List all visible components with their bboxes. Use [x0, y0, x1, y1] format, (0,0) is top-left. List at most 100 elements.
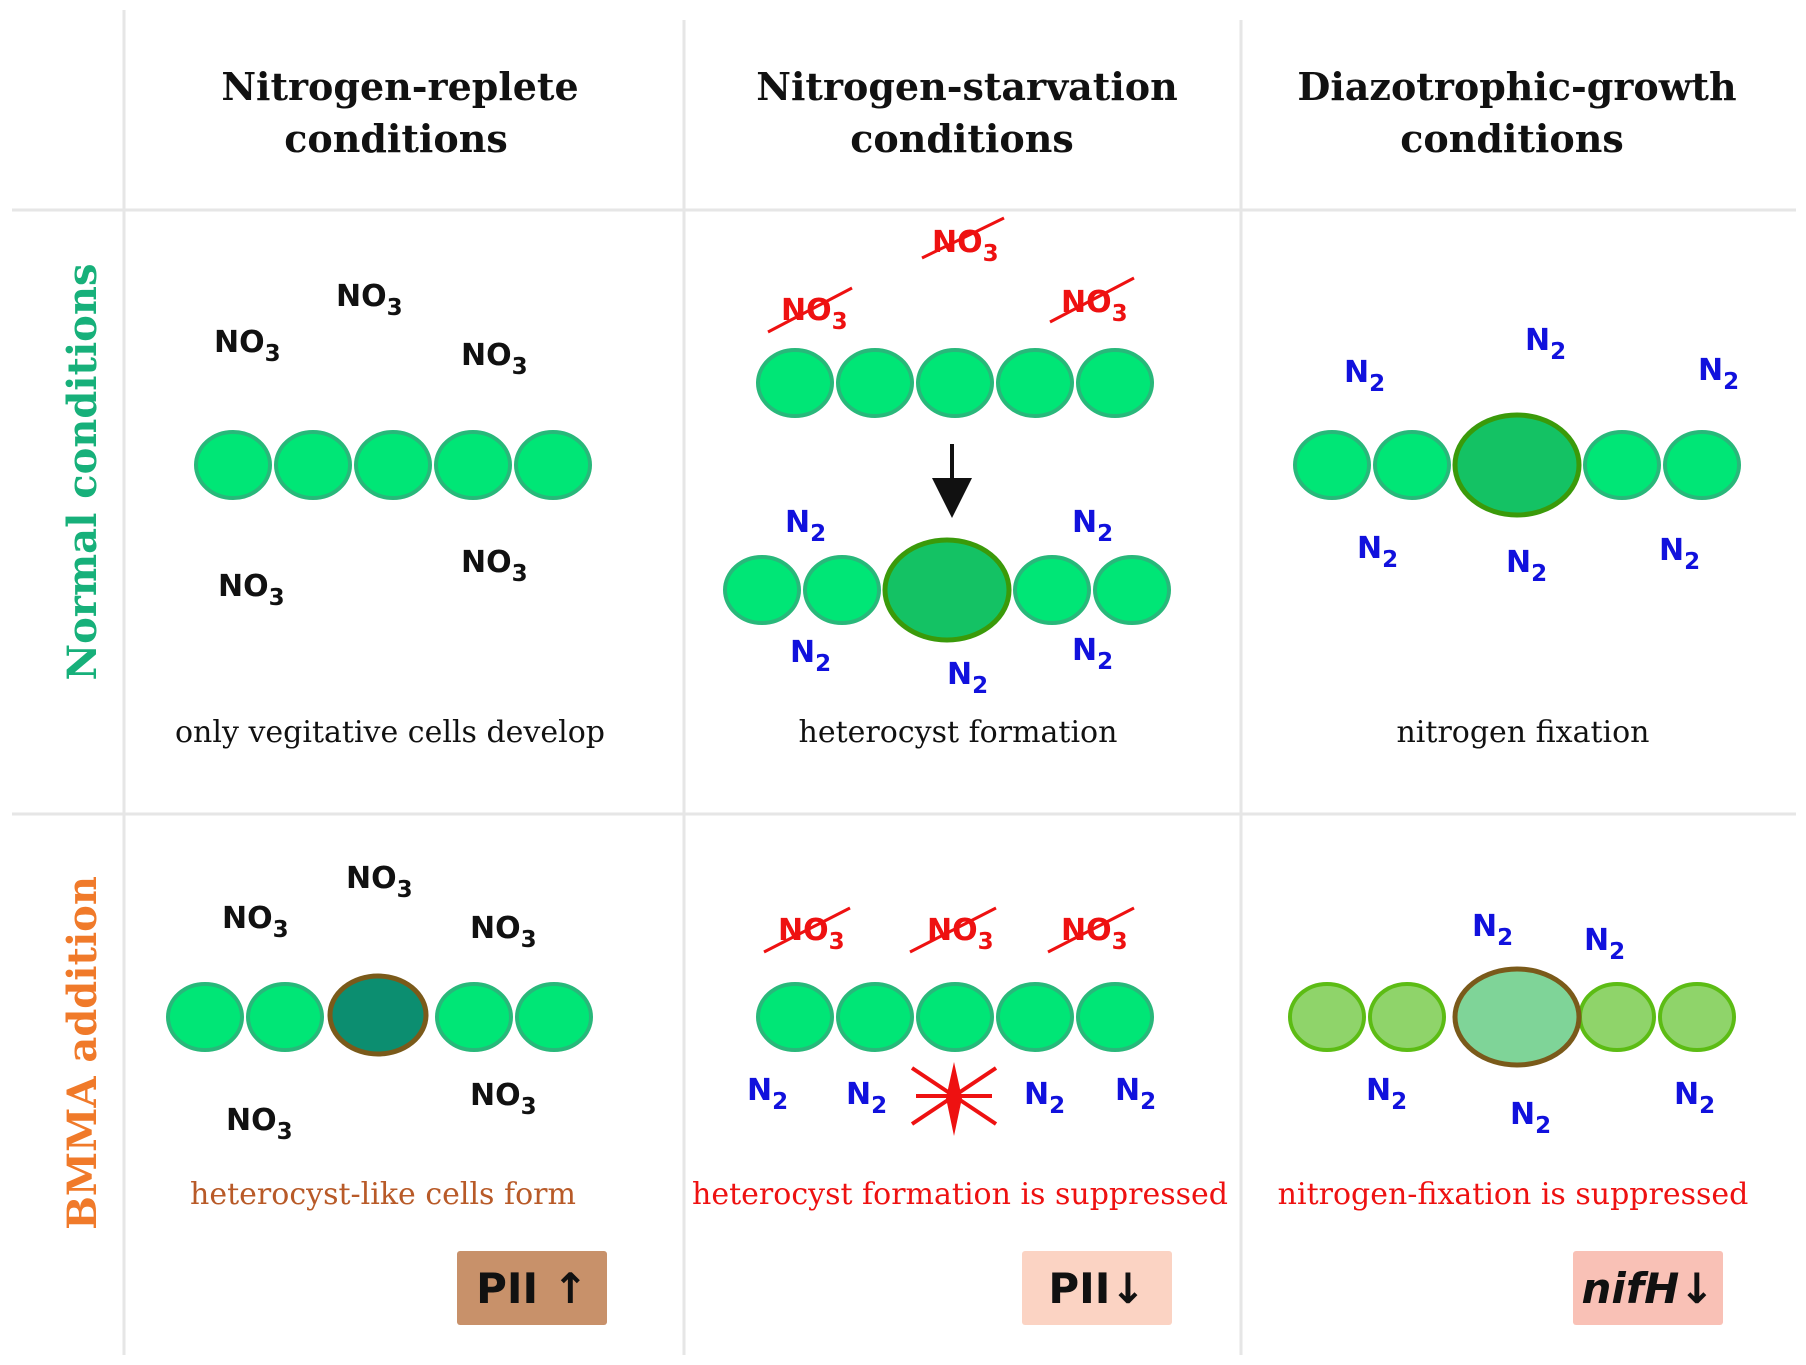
nitrogen-label: N2	[1525, 323, 1566, 365]
nitrogen-label: N2	[1366, 1073, 1407, 1115]
heterocyst-like-filament	[166, 973, 593, 1057]
nitrogen-label: N2	[785, 505, 826, 547]
column-header-replete: Nitrogen-replete conditions	[221, 64, 578, 161]
nitrogen-label: N2	[1506, 545, 1547, 587]
inhibition-cross-icon	[910, 1062, 998, 1136]
vegetative-cell	[803, 555, 881, 625]
vegetative-filament	[194, 430, 592, 500]
nitrate-label: NO3	[226, 1103, 293, 1145]
vegetative-cell	[996, 982, 1074, 1052]
nitrogen-label: N2	[1024, 1077, 1065, 1119]
vegetative-cell	[1076, 348, 1154, 418]
vegetative-cell	[354, 430, 432, 500]
column-header-line2: conditions	[1400, 116, 1623, 161]
nitrate-label: NO3	[346, 861, 413, 903]
cross-center	[946, 1062, 962, 1136]
nitrate-label: NO3	[336, 279, 403, 321]
suppressed-cell	[1288, 982, 1366, 1052]
badge-label: PII↓	[1048, 1264, 1145, 1313]
nitrogen-label: N2	[1584, 923, 1625, 965]
caption-bmma-starvation: heterocyst formation is suppressed	[692, 1177, 1228, 1212]
nitrogen-label: N2	[846, 1077, 887, 1119]
column-header-diazotrophic: Diazotrophic-growth conditions	[1297, 64, 1736, 161]
nitrogen-label: N2	[790, 635, 831, 677]
table-grid	[12, 10, 1796, 1355]
vegetative-cell	[996, 348, 1074, 418]
vegetative-filament	[756, 982, 1154, 1052]
badge-label: PII ↑	[476, 1264, 588, 1313]
removed-nitrate: NO3	[763, 906, 851, 955]
vegetative-cell	[1093, 555, 1171, 625]
vegetative-filament	[756, 348, 1154, 418]
caption-normal-replete: only vegitative cells develop	[175, 715, 605, 750]
nitrogen-label: N2	[1344, 355, 1385, 397]
removed-nitrate: NO3	[1049, 276, 1135, 327]
badge-background	[1022, 1251, 1172, 1325]
nitrogen-label: N2	[1115, 1073, 1156, 1115]
strike-line	[763, 906, 851, 954]
nitrogen-label: N2	[1472, 909, 1513, 951]
vegetative-cell	[274, 430, 352, 500]
nitrate-label: NO3	[778, 913, 845, 955]
strike-line	[1047, 906, 1135, 954]
strike-line	[909, 906, 997, 954]
nitrate-label: NO3	[470, 1078, 537, 1120]
nitrogen-label: N2	[1510, 1097, 1551, 1139]
nitrate-label: NO3	[214, 325, 281, 367]
vegetative-cell	[435, 982, 513, 1052]
nitrate-label: NO3	[932, 225, 999, 267]
vegetative-cell	[916, 982, 994, 1052]
heterocyst-cell	[882, 537, 1012, 643]
badge-pii-up: PII ↑	[457, 1251, 607, 1325]
vegetative-cell	[756, 982, 834, 1052]
suppressed-cell	[1368, 982, 1446, 1052]
vegetative-cell	[756, 348, 834, 418]
heterocyst-filament	[723, 537, 1171, 643]
vegetative-cell	[514, 430, 592, 500]
removed-nitrate: NO3	[767, 286, 853, 335]
nitrate-label: NO3	[1061, 285, 1128, 327]
badge-label: nifH↓	[1582, 1264, 1715, 1313]
nitrate-label: NO3	[218, 569, 285, 611]
suppressed-cell	[1578, 982, 1656, 1052]
vegetative-cell	[1373, 430, 1451, 500]
strike-line	[1049, 276, 1135, 324]
row-label-normal: Normal conditions	[59, 264, 106, 681]
nitrate-label: NO3	[461, 545, 528, 587]
nitrogen-label: N2	[1698, 353, 1739, 395]
nitrate-label: NO3	[470, 911, 537, 953]
column-header-line1: Nitrogen-starvation	[756, 64, 1178, 109]
heterocyst-cell	[1452, 412, 1582, 518]
removed-nitrate: NO3	[921, 216, 1005, 267]
nitrate-label: NO3	[1061, 913, 1128, 955]
strike-line	[767, 286, 853, 334]
strike-line	[921, 216, 1005, 260]
vegetative-cell	[836, 982, 914, 1052]
nitrogen-label: N2	[1674, 1077, 1715, 1119]
column-header-line2: conditions	[284, 116, 507, 161]
nitrate-label: NO3	[781, 293, 848, 335]
vegetative-cell	[1013, 555, 1091, 625]
badge-nifh-down: nifH↓	[1573, 1251, 1723, 1325]
caption-bmma-replete: heterocyst-like cells form	[190, 1177, 576, 1212]
column-header-line2: conditions	[850, 116, 1073, 161]
suppressed-cell	[1658, 982, 1736, 1052]
vegetative-cell	[194, 430, 272, 500]
vegetative-cell	[723, 555, 801, 625]
removed-nitrate: NO3	[1047, 906, 1135, 955]
nitrate-label: NO3	[222, 901, 289, 943]
column-header-line1: Diazotrophic-growth	[1297, 64, 1736, 109]
vegetative-cell	[1583, 430, 1661, 500]
row-label-bmma: BMMA addition	[59, 876, 106, 1230]
suppressed-heterocyst-cell	[1452, 966, 1582, 1068]
vegetative-cell	[916, 348, 994, 418]
nitrate-label: NO3	[927, 913, 994, 955]
vegetative-cell	[836, 348, 914, 418]
column-header-line1: Nitrogen-replete	[221, 64, 578, 109]
nitrate-label: NO3	[461, 338, 528, 380]
nitrogen-label: N2	[1072, 505, 1113, 547]
nitrogen-label: N2	[1659, 533, 1700, 575]
caption-normal-diazotrophic: nitrogen fixation	[1396, 715, 1649, 750]
badge-background	[1573, 1251, 1723, 1325]
heterocyst-like-cell	[327, 973, 429, 1057]
